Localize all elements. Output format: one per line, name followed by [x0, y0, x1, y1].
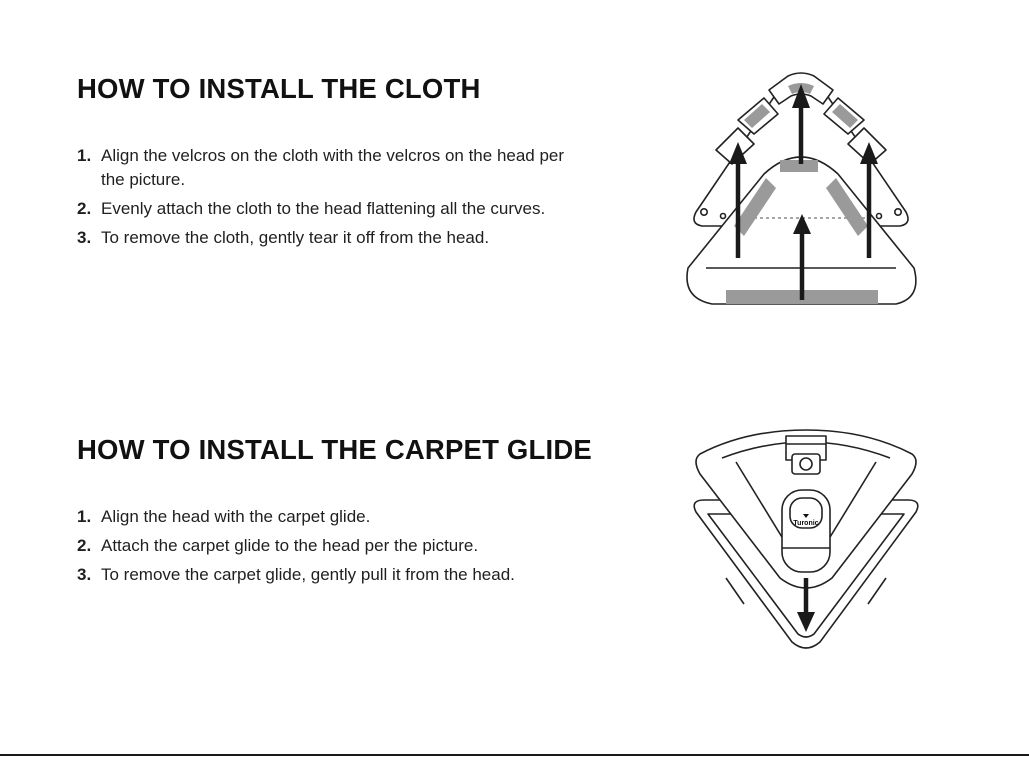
- cloth-step-1: 1. Align the velcros on the cloth with t…: [77, 144, 577, 192]
- step-text: To remove the carpet glide, gently pull …: [101, 565, 515, 584]
- carpet-glide-install-section: HOW TO INSTALL THE CARPET GLIDE 1. Align…: [0, 380, 1029, 740]
- step-number: 2.: [77, 199, 92, 218]
- carpet-glide-diagram-icon: Turonic: [693, 429, 919, 649]
- mop-head-cloth-illustration: [676, 68, 926, 318]
- step-number: 2.: [77, 536, 92, 555]
- step-text: Align the velcros on the cloth with the …: [101, 146, 565, 189]
- cloth-steps-list: 1. Align the velcros on the cloth with t…: [77, 144, 577, 255]
- cloth-install-section: HOW TO INSTALL THE CLOTH 1. Align the ve…: [0, 0, 1029, 360]
- carpet-glide-step-3: 3. To remove the carpet glide, gently pu…: [77, 563, 597, 587]
- step-text: Attach the carpet glide to the head per …: [101, 536, 479, 555]
- carpet-glide-step-2: 2. Attach the carpet glide to the head p…: [77, 534, 597, 558]
- carpet-glide-section-title: HOW TO INSTALL THE CARPET GLIDE: [77, 434, 592, 465]
- step-text: Evenly attach the cloth to the head flat…: [101, 199, 546, 218]
- carpet-glide-step-1: 1. Align the head with the carpet glide.: [77, 505, 597, 529]
- footer-divider: [0, 754, 1029, 756]
- cloth-step-2: 2. Evenly attach the cloth to the head f…: [77, 197, 577, 221]
- step-number: 3.: [77, 565, 92, 584]
- mop-head-cloth-diagram-icon: [686, 72, 917, 305]
- step-number: 1.: [77, 507, 92, 526]
- brand-logo-text: Turonic: [793, 520, 818, 527]
- step-text: Align the head with the carpet glide.: [101, 507, 371, 526]
- step-text: To remove the cloth, gently tear it off …: [101, 228, 490, 247]
- step-number: 3.: [77, 228, 92, 247]
- carpet-glide-steps-list: 1. Align the head with the carpet glide.…: [77, 505, 597, 592]
- cloth-step-3: 3. To remove the cloth, gently tear it o…: [77, 226, 577, 250]
- step-number: 1.: [77, 146, 92, 165]
- cloth-section-title: HOW TO INSTALL THE CLOTH: [77, 73, 481, 104]
- carpet-glide-illustration: Turonic: [686, 428, 926, 656]
